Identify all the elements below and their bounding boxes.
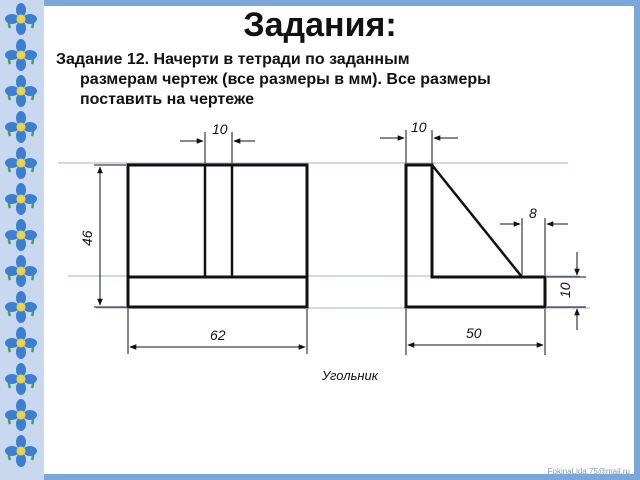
flower-icon: [4, 74, 38, 108]
side-dim-top-label: 10: [411, 119, 427, 135]
flower-icon: [4, 398, 38, 432]
decorative-border: [0, 0, 44, 480]
front-outline: [126, 163, 309, 309]
flower-icon: [4, 326, 38, 360]
flower-icon: [4, 110, 38, 144]
flower-icon: [4, 182, 38, 216]
front-dim-height-label: 46: [79, 230, 95, 246]
page-title: Задания:: [243, 6, 397, 44]
flower-icon: [4, 38, 38, 72]
side-outline: [404, 163, 547, 309]
task-line-2: размерам чертеж (все размеры в мм). Все …: [80, 71, 491, 88]
task-text: Задание 12. Начерти в тетради по заданны…: [56, 50, 626, 110]
side-dim-base-height-label: 10: [557, 282, 573, 298]
flower-icon: [4, 434, 38, 468]
guide-lines: [58, 162, 590, 309]
flower-icon: [4, 146, 38, 180]
side-view: [380, 130, 586, 355]
flower-icon: [4, 290, 38, 324]
side-dim-small-label: 8: [529, 205, 537, 221]
flower-icon: [4, 218, 38, 252]
side-dim-width-label: 50: [466, 325, 482, 341]
watermark: FokinaLida.75@mail.ru: [547, 467, 630, 476]
side-rib-hypotenuse: [431, 164, 523, 278]
drawing-caption: Угольник: [321, 368, 379, 383]
front-dim-top-label: 10: [212, 121, 228, 137]
task-line-3: поставить на чертеже: [80, 91, 254, 108]
task-line-1: Задание 12. Начерти в тетради по заданны…: [56, 51, 410, 68]
flower-icon: [4, 254, 38, 288]
flower-icon: [4, 362, 38, 396]
content-sheet: [44, 6, 634, 474]
front-dim-width-label: 62: [210, 327, 226, 343]
flower-icon: [4, 2, 38, 36]
front-view: [94, 132, 309, 354]
